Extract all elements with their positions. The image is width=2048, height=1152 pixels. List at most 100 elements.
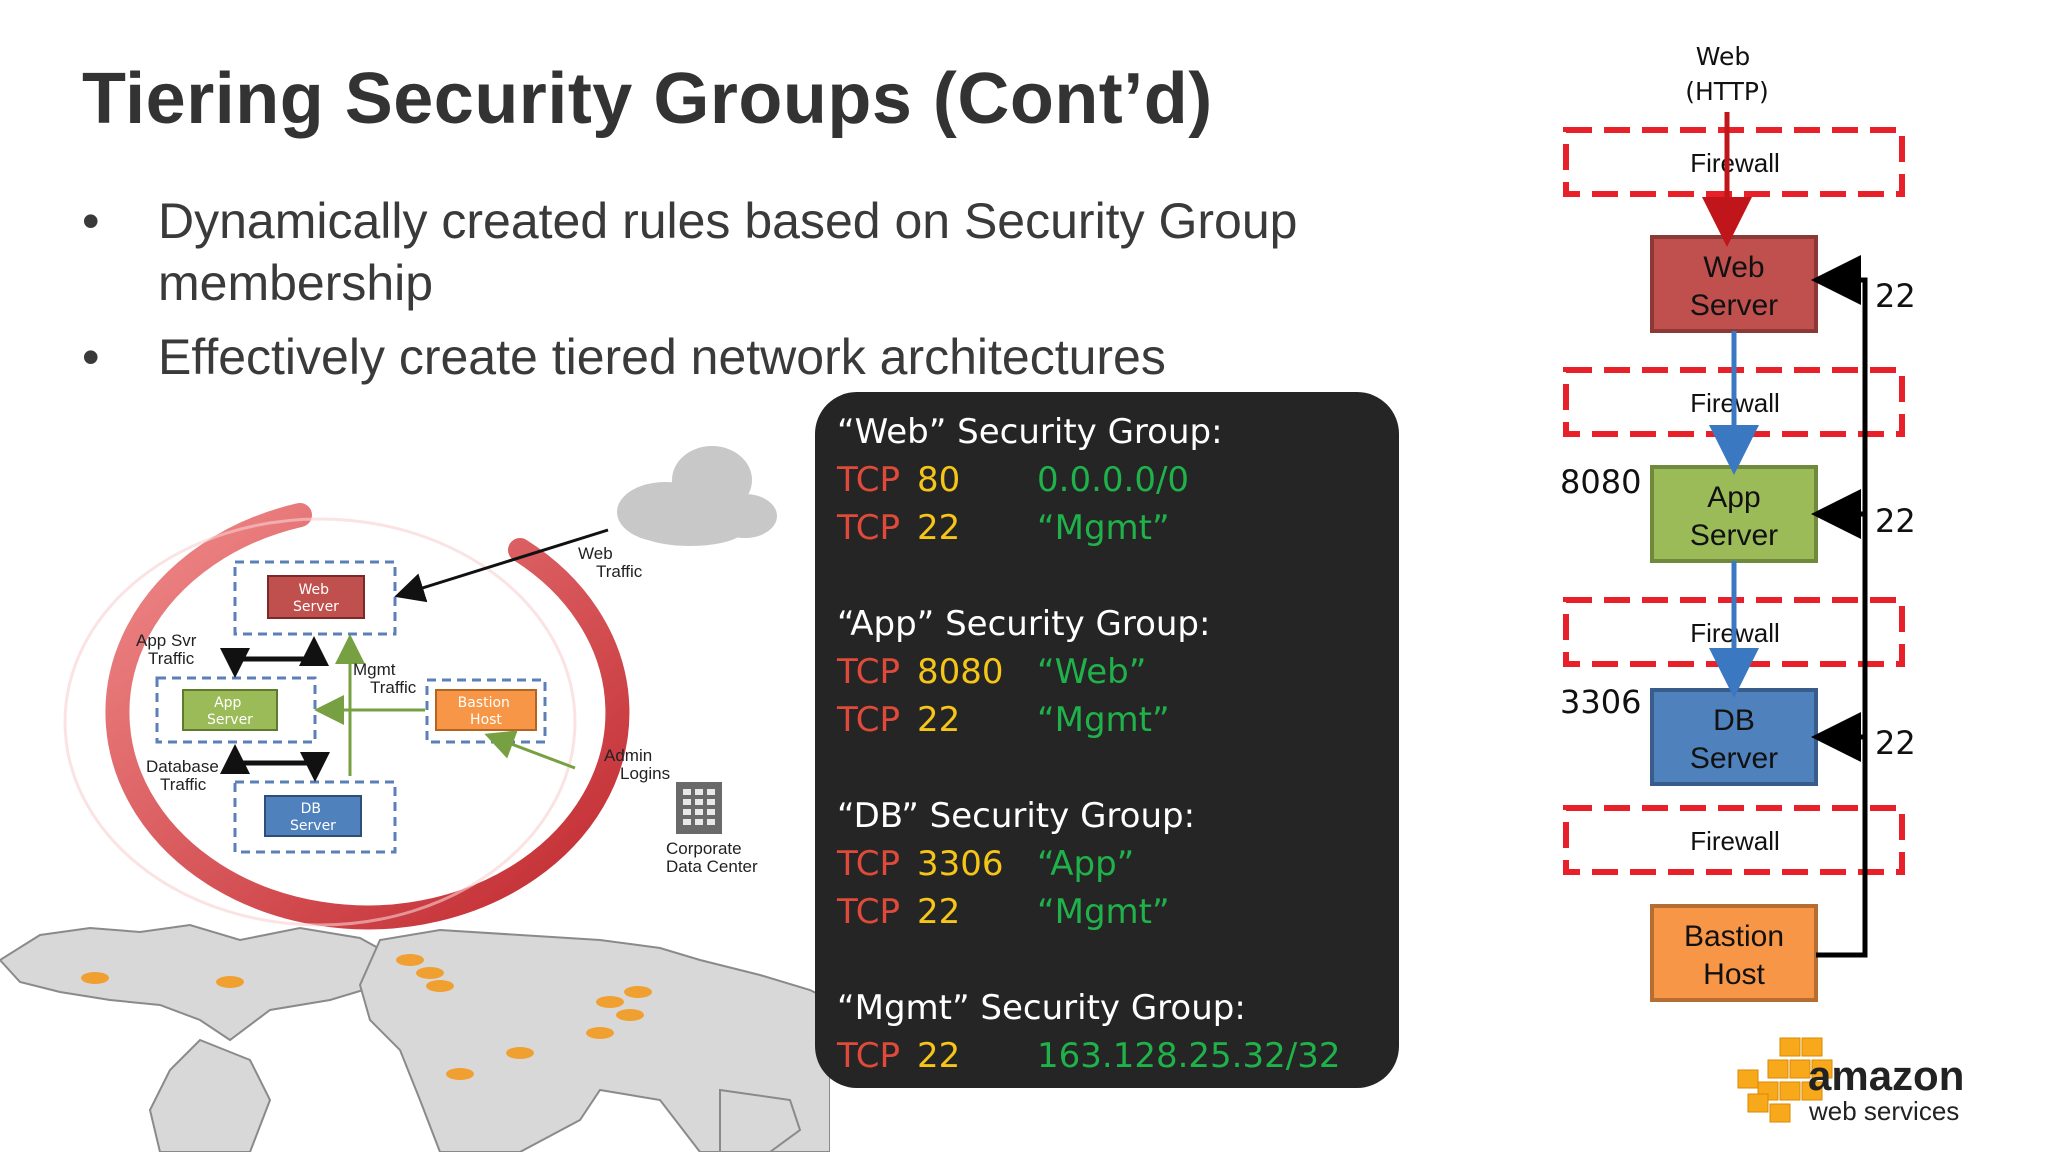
rule-source: “Web”: [1037, 652, 1147, 692]
rule-port: 22: [917, 700, 961, 740]
db-server-box: [1650, 688, 1818, 786]
diag-web-server: [267, 575, 365, 619]
rule-port: 80: [917, 460, 961, 500]
diag-mgmt-label: Traffic: [370, 678, 417, 697]
svg-text:App Server: App Server: [207, 695, 253, 728]
diag-app-server-label: App: [214, 695, 241, 711]
aws-logo: amazon web services: [1737, 1037, 1964, 1126]
app-port-label: 8080: [1560, 463, 1641, 501]
svg-text:Web Server: Web Server: [293, 582, 339, 615]
diag-bastion-host: [435, 689, 537, 731]
bullet-marker: •: [82, 329, 100, 385]
sg-rule: TCP 22 “Mgmt”: [837, 504, 1223, 552]
diag-db-server: [264, 795, 362, 837]
sg-rule: TCP 22 163.128.25.32/32: [837, 1032, 1340, 1080]
sg-heading: “Web” Security Group:: [837, 412, 1223, 452]
rule-source: “Mgmt”: [1037, 508, 1170, 548]
diag-web-server-label: Server: [293, 599, 339, 615]
diag-admin-label: Logins: [620, 764, 670, 783]
diag-bastion-label: Host: [470, 712, 502, 728]
tier-flow-diagram: Web (HTTP) Firewall Firewall Firewall Fi…: [1560, 42, 1916, 1002]
diag-db-server-label: Server: [290, 818, 336, 834]
bastion-host-box: [1650, 904, 1818, 1002]
firewall-label: Firewall: [1690, 826, 1780, 856]
sg-heading: “App” Security Group:: [837, 604, 1211, 644]
rule-protocol: TCP: [837, 1036, 901, 1076]
rule-source: “Mgmt”: [1037, 700, 1170, 740]
cloud-icon: [617, 446, 777, 546]
flow-input-label: Web: [1696, 42, 1751, 71]
web-server-label: Server: [1690, 289, 1778, 322]
web-server-label: Web: [1703, 251, 1764, 284]
diag-db-server-label: DB: [301, 801, 321, 817]
diag-app-server: [182, 689, 278, 731]
rule-source: 163.128.25.32/32: [1037, 1036, 1341, 1076]
firewall-4: [1563, 805, 1905, 875]
diag-app-traffic-label: Traffic: [148, 649, 195, 668]
region-ring: [105, 503, 630, 930]
ssh-port-label: 22: [1875, 277, 1916, 315]
bullet-text: Dynamically created rules based on Secur…: [158, 193, 1298, 311]
rule-protocol: TCP: [837, 892, 901, 932]
sg-rule: TCP 3306 “App”: [837, 840, 1195, 888]
rule-protocol: TCP: [837, 700, 901, 740]
diag-corp-dc-label: Corporate: [666, 839, 742, 858]
rule-source: 0.0.0.0/0: [1037, 460, 1190, 500]
diag-db-traffic-label: Traffic: [160, 775, 207, 794]
aws-logo-amazon: amazon: [1808, 1052, 1964, 1099]
ssh-port-label: 22: [1875, 502, 1916, 540]
sg-web: “Web” Security Group: TCP 80 0.0.0.0/0 T…: [837, 408, 1223, 552]
bullet-text: Effectively create tiered network archit…: [158, 329, 1166, 385]
svg-text:Bastion Host: Bastion Host: [458, 695, 515, 728]
rule-source: “App”: [1037, 844, 1135, 884]
bastion-host-label: Host: [1703, 958, 1765, 991]
sg-rule: TCP 22 “Mgmt”: [837, 888, 1195, 936]
diag-mgmt-label: Mgmt: [353, 660, 396, 679]
svg-text:Web (HTTP): Web (HTTP): [1685, 42, 1768, 106]
slide-title: Tiering Security Groups (Cont’d): [82, 59, 1213, 139]
rule-port: 22: [917, 508, 961, 548]
bullet-list: • Dynamically created rules based on Sec…: [80, 190, 1380, 400]
rule-protocol: TCP: [837, 508, 901, 548]
sg-app: “App” Security Group: TCP 8080 “Web” TCP…: [837, 600, 1210, 744]
rule-port: 3306: [917, 844, 1004, 884]
diag-admin-label: Admin: [604, 746, 652, 765]
sg-mgmt: “Mgmt” Security Group: TCP 22 163.128.25…: [837, 984, 1340, 1080]
diag-bastion-label: Bastion: [458, 695, 510, 711]
bullet-marker: •: [82, 193, 100, 249]
rule-protocol: TCP: [837, 844, 901, 884]
diag-web-traffic-label: Web: [578, 544, 613, 563]
diag-corp-dc-label: Data Center: [666, 857, 758, 876]
sg-rule: TCP 80 0.0.0.0/0: [837, 456, 1223, 504]
sg-heading: “DB” Security Group:: [837, 796, 1196, 836]
security-group-panel: “Web” Security Group: TCP 80 0.0.0.0/0 T…: [815, 392, 1399, 1088]
rule-protocol: TCP: [837, 652, 901, 692]
rule-protocol: TCP: [837, 460, 901, 500]
flow-input-label: (HTTP): [1685, 77, 1768, 106]
sg-heading: “Mgmt” Security Group:: [837, 988, 1246, 1028]
app-server-label: App: [1707, 481, 1760, 514]
db-port-label: 3306: [1560, 683, 1641, 721]
svg-text:DB Server: DB Server: [290, 801, 336, 834]
location-markers: [81, 954, 652, 1080]
rule-port: 22: [917, 892, 961, 932]
diag-app-server-label: Server: [207, 712, 253, 728]
diag-web-traffic-label: Traffic: [596, 562, 643, 581]
rule-port: 8080: [917, 652, 1004, 692]
data-center-icon: [676, 782, 722, 834]
diag-web-server-label: Web: [299, 582, 330, 598]
rule-port: 22: [917, 1036, 961, 1076]
diag-db-traffic-label: Database: [146, 757, 219, 776]
bullet-item: • Effectively create tiered network arch…: [80, 326, 1380, 388]
app-server-label: Server: [1690, 519, 1778, 552]
db-server-label: DB: [1713, 704, 1755, 737]
firewall-label: Firewall: [1690, 148, 1780, 178]
bastion-host-label: Bastion: [1684, 920, 1784, 953]
aws-logo-webservices: web services: [1808, 1096, 1959, 1126]
ssh-port-label: 22: [1875, 724, 1916, 762]
bullet-item: • Dynamically created rules based on Sec…: [80, 190, 1380, 314]
world-map: [0, 923, 830, 1152]
diag-app-traffic-label: App Svr: [136, 631, 197, 650]
sg-rule: TCP 22 “Mgmt”: [837, 696, 1210, 744]
sg-rule: TCP 8080 “Web”: [837, 648, 1210, 696]
